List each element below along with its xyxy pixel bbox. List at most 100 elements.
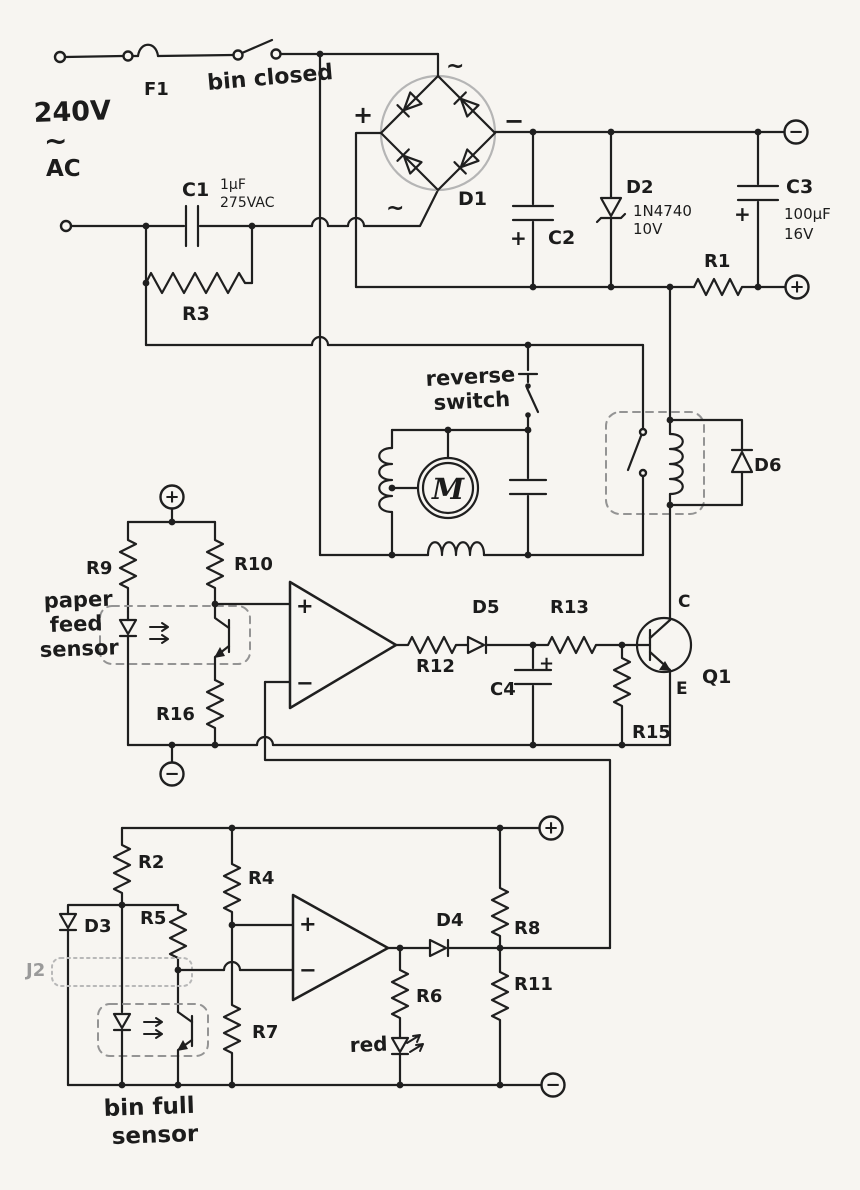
resistor-r9 bbox=[118, 520, 138, 614]
mains-voltage-label: 240V bbox=[33, 95, 111, 129]
d6-label: D6 bbox=[754, 455, 781, 476]
d4-label: D4 bbox=[436, 910, 463, 931]
bridge-diode bbox=[453, 148, 480, 175]
bin-neg-terminal bbox=[540, 1072, 566, 1098]
junction-dots bbox=[118, 50, 762, 1089]
q1-label: Q1 bbox=[702, 666, 731, 688]
opamp1-plus-sign: + bbox=[296, 594, 314, 618]
threshold-link-wire bbox=[263, 680, 612, 950]
resistor-r15 bbox=[612, 643, 632, 747]
bridge-minus-sign: − bbox=[504, 107, 524, 135]
d1-label: D1 bbox=[458, 188, 487, 210]
c1-label: C1 bbox=[182, 179, 209, 201]
resistor-r4-r7 bbox=[222, 826, 242, 1087]
neg-terminal bbox=[783, 119, 809, 145]
resistor-r12 bbox=[394, 635, 470, 655]
d5-label: D5 bbox=[472, 597, 499, 618]
bin-full-label-1: bin full bbox=[103, 1093, 195, 1122]
r10-label: R10 bbox=[234, 554, 273, 575]
opamp1-section: + − R12 D5 + C4 R13 R15 bbox=[213, 580, 731, 950]
paper-feed-label-1: paper bbox=[43, 587, 113, 613]
c2-label: C2 bbox=[548, 227, 575, 249]
c3-voltage: 16V bbox=[784, 225, 814, 243]
r6-label: R6 bbox=[416, 986, 442, 1007]
capacitor-c3 bbox=[736, 130, 780, 289]
relay-section: D6 bbox=[605, 285, 781, 622]
motor-m-label: M bbox=[431, 472, 465, 506]
r15-label: R15 bbox=[632, 722, 671, 743]
motor-section: reverse switch M bbox=[144, 52, 645, 557]
reverse-switch bbox=[517, 343, 540, 480]
opamp1 bbox=[288, 580, 398, 710]
opamp2 bbox=[291, 893, 390, 1002]
red-led bbox=[390, 1034, 424, 1087]
feed-neg-sign: − bbox=[164, 764, 179, 785]
paper-feed-optocoupler-outline bbox=[99, 605, 251, 665]
bridge-diode bbox=[396, 148, 423, 175]
relay-outline bbox=[605, 411, 705, 515]
c3-value: 100μF bbox=[784, 205, 831, 223]
bin-full-label-2: sensor bbox=[111, 1121, 199, 1150]
opamp1-minus-sign: − bbox=[296, 671, 314, 695]
neg-terminal-sign: − bbox=[788, 122, 803, 143]
r9-label: R9 bbox=[86, 558, 112, 579]
capacitor-c1 bbox=[184, 204, 314, 248]
motor-run-capacitor bbox=[508, 478, 548, 557]
r4-label: R4 bbox=[248, 868, 274, 889]
resistor-r8 bbox=[490, 826, 510, 950]
resistor-r6 bbox=[390, 946, 410, 1040]
bin-pos-sign: + bbox=[543, 818, 558, 839]
opamp2-plus-sign: + bbox=[299, 912, 317, 936]
feed-sensor-section: + R9 R10 paper feed sensor bbox=[39, 484, 672, 787]
bin-neg-sign: − bbox=[545, 1075, 560, 1096]
c1-value: 1μF bbox=[220, 177, 246, 193]
feed-pos-sign: + bbox=[164, 487, 179, 508]
wire bbox=[362, 188, 440, 228]
opto1-phototransistor bbox=[213, 602, 231, 682]
resistor-r13 bbox=[531, 635, 652, 655]
mains-tilde: ~ bbox=[44, 124, 67, 157]
bridge-circle bbox=[379, 74, 497, 192]
r5-label: R5 bbox=[140, 908, 166, 929]
opto1-led bbox=[118, 610, 138, 747]
pos-terminal-sign: + bbox=[789, 277, 804, 298]
relay-contact bbox=[626, 343, 648, 557]
resistor-r5 bbox=[120, 903, 188, 1014]
diode-d4 bbox=[428, 938, 502, 958]
opto1-light-arrows bbox=[149, 622, 169, 644]
c1-rating: 275VAC bbox=[220, 195, 275, 211]
r1-label: R1 bbox=[704, 251, 730, 272]
transistor-q1 bbox=[635, 616, 693, 747]
ac-input-section: F1 bin closed 240V ~ AC bbox=[33, 38, 440, 233]
bridge-plus-wire bbox=[354, 131, 383, 289]
reverse-switch-label-1: reverse bbox=[425, 362, 516, 391]
motor-left-inductor bbox=[378, 428, 394, 557]
c4-label: C4 bbox=[490, 679, 516, 700]
q1-emitter-label: E bbox=[676, 679, 688, 699]
motor: M bbox=[388, 428, 480, 520]
r3-label: R3 bbox=[182, 303, 210, 325]
flyback-diode-d6 bbox=[668, 418, 754, 507]
mains-ac-label: AC bbox=[46, 156, 81, 182]
opto2-led bbox=[112, 1012, 132, 1087]
resistor-r10 bbox=[205, 520, 225, 606]
reverse-switch-label-2: switch bbox=[433, 387, 511, 415]
r8-label: R8 bbox=[514, 918, 540, 939]
r16-label: R16 bbox=[156, 704, 195, 725]
opto2-phototransistor bbox=[176, 1010, 194, 1087]
capacitor-c2 bbox=[511, 130, 555, 289]
fuse-f1 bbox=[122, 43, 235, 62]
zener-d2 bbox=[595, 130, 627, 289]
d2-label: D2 bbox=[626, 177, 653, 198]
relay-coil bbox=[668, 285, 684, 622]
resistor-r11 bbox=[490, 946, 510, 1087]
wire bbox=[63, 54, 125, 59]
paper-feed-label-2: feed bbox=[49, 611, 102, 637]
capacitor-c4 bbox=[513, 643, 553, 747]
c2-plus-sign: + bbox=[510, 226, 527, 250]
bin-closed-label: bin closed bbox=[206, 60, 334, 96]
r11-label: R11 bbox=[514, 974, 553, 995]
bin-section: + R2 D3 R5 J2 bbox=[24, 815, 612, 1150]
opto2-light-arrows bbox=[143, 1017, 163, 1039]
r12-label: R12 bbox=[416, 656, 455, 677]
